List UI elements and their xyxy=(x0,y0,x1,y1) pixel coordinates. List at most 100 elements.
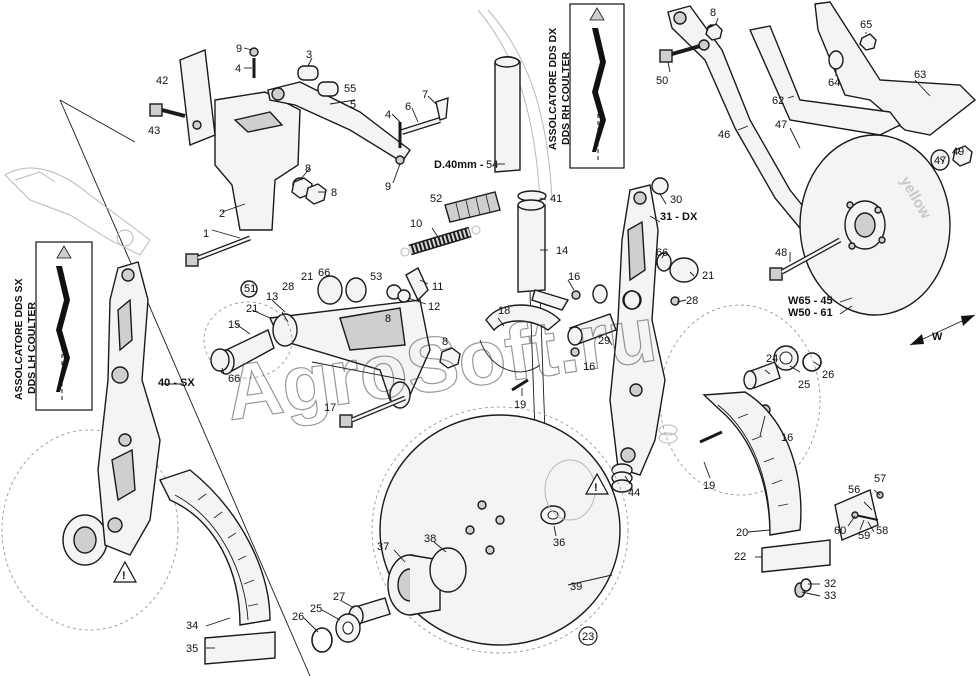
label-1: 1 xyxy=(203,228,209,240)
label-8-b: 8 xyxy=(331,187,337,199)
plate-16-top xyxy=(531,289,570,311)
label-58: 58 xyxy=(876,525,888,537)
bush-3 xyxy=(297,65,319,81)
rubber-52 xyxy=(444,191,501,223)
ring-23 xyxy=(578,626,598,646)
plate-42-hole xyxy=(192,120,202,130)
label-8-a: 8 xyxy=(305,163,311,175)
label-35: 35 xyxy=(186,643,198,655)
disc-47 xyxy=(799,134,951,316)
nut-28-right xyxy=(670,296,680,306)
circlip-26-left xyxy=(311,627,333,653)
label-4-upper: 4 xyxy=(235,63,241,75)
label-19-right: 19 xyxy=(703,480,715,492)
label-66-a: 66 xyxy=(318,267,330,279)
label-16-b: 16 xyxy=(583,361,595,373)
guide-line-left xyxy=(59,99,311,676)
label-57: 57 xyxy=(874,473,886,485)
label-34: 34 xyxy=(186,620,198,632)
cap-64 xyxy=(828,50,844,70)
label-41: 41 xyxy=(550,193,562,205)
disc-39 xyxy=(371,406,629,654)
washer-25-left-hole xyxy=(342,621,354,635)
label-30: 30 xyxy=(670,194,682,206)
washer-60 xyxy=(851,511,859,519)
label-w65: W65 - 45 xyxy=(788,295,833,307)
label-8-d: 8 xyxy=(710,7,716,19)
label-40-sx: 40 - SX xyxy=(158,377,195,389)
w-arrow-icon: W xyxy=(909,314,976,346)
scraper-34 xyxy=(159,469,271,626)
warning-sx-line1: ASSOLCATORE DDS SX xyxy=(13,278,25,400)
label-9-upper: 9 xyxy=(236,43,242,55)
label-44: 44 xyxy=(628,487,640,499)
label-25-left: 25 xyxy=(310,603,322,615)
label-28-left: 28 xyxy=(282,281,294,293)
hub-37 xyxy=(387,554,441,616)
warning-box-sx xyxy=(35,241,93,411)
nut-8-center xyxy=(439,347,461,369)
bracket-18-arc xyxy=(479,339,541,373)
label-54: 54 xyxy=(486,159,498,171)
coulter-arm-dx xyxy=(609,184,666,476)
bush-21-c xyxy=(669,257,699,283)
label-23: 23 xyxy=(582,631,594,643)
label-26-left: 26 xyxy=(292,611,304,623)
tube-54 xyxy=(494,56,521,173)
ghost-frame-topleft xyxy=(4,167,151,256)
label-6: 6 xyxy=(405,101,411,113)
label-46: 46 xyxy=(718,129,730,141)
nut-8-b xyxy=(305,183,327,205)
nut-9-lower xyxy=(395,155,405,165)
coulter-silhouette-icon xyxy=(592,28,606,152)
label-37: 37 xyxy=(377,541,389,553)
label-33: 33 xyxy=(824,590,836,602)
label-21-a: 21 xyxy=(301,271,313,283)
label-22: 22 xyxy=(734,551,746,563)
label-8-c: 8 xyxy=(442,336,448,348)
nut-9-upper xyxy=(249,47,259,57)
guide-curve-2 xyxy=(487,9,553,201)
label-11: 11 xyxy=(432,281,443,293)
label-59: 59 xyxy=(858,530,870,542)
bolt-1 xyxy=(185,235,251,267)
bolt-50 xyxy=(659,44,701,63)
label-17: 17 xyxy=(324,402,336,414)
bracket-22 xyxy=(761,539,831,573)
label-55: 55 xyxy=(344,83,356,95)
bush-55 xyxy=(317,81,339,97)
bracket-18 xyxy=(485,304,562,332)
label-65: 65 xyxy=(860,19,872,31)
washer-32 xyxy=(800,578,812,592)
ring-51 xyxy=(240,280,258,298)
label-52: 52 xyxy=(430,193,442,205)
label-19-center: 19 xyxy=(514,399,526,411)
guide-curve xyxy=(477,9,541,201)
bolt-17 xyxy=(339,395,406,428)
label-56: 56 xyxy=(848,484,860,496)
label-47-b: 47 xyxy=(934,155,946,167)
label-62: 62 xyxy=(772,95,784,107)
pin-7 xyxy=(435,96,449,121)
warning-triangle-icon xyxy=(589,7,605,21)
label-42: 42 xyxy=(156,75,168,87)
link-arm-5-hole xyxy=(271,87,285,101)
label-53: 53 xyxy=(370,271,382,283)
nut-16-b xyxy=(570,347,580,357)
bolt-48 xyxy=(769,237,842,281)
label-16-c: 16 xyxy=(781,432,793,444)
bushing-29 xyxy=(567,313,617,346)
label-32: 32 xyxy=(824,578,836,590)
tube-14 xyxy=(517,199,546,433)
label-4-lower: 4 xyxy=(385,109,391,121)
spring-behind-right xyxy=(658,424,678,444)
scraper-20 xyxy=(702,391,802,536)
washer-25-right-hole xyxy=(779,351,793,365)
label-31-dx: 31 - DX xyxy=(660,211,698,223)
bolt-19-center xyxy=(511,378,529,392)
nut-65 xyxy=(859,33,877,51)
bush-21-b xyxy=(345,277,367,303)
ghost-disc-right xyxy=(659,304,821,496)
label-5: 5 xyxy=(350,99,356,111)
